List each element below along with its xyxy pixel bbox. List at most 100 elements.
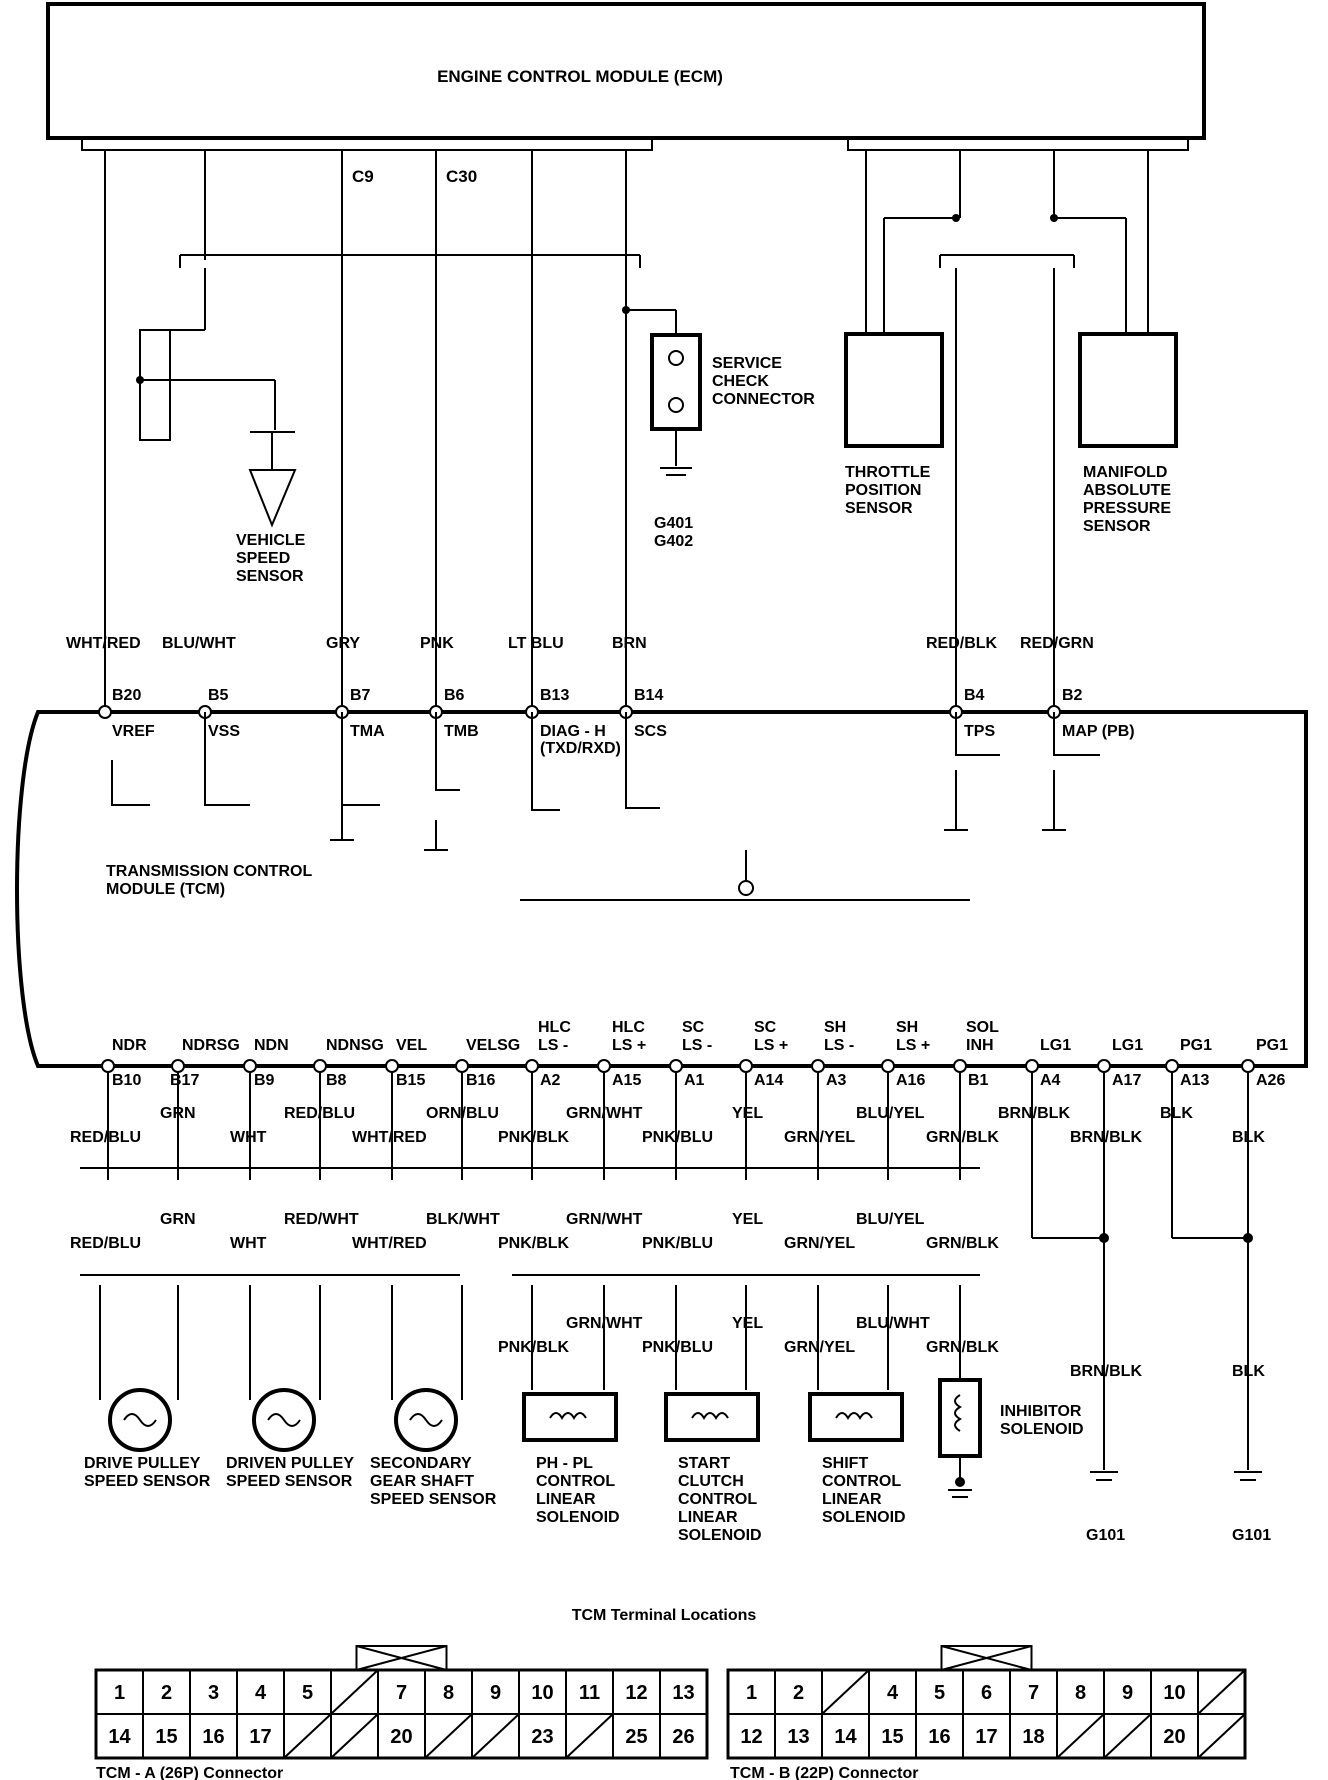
- top-wire-color: BLU/WHT: [162, 635, 236, 652]
- shift-control-label-1: SHIFT: [822, 1455, 868, 1472]
- start-clutch-label-3: CONTROL: [678, 1491, 757, 1508]
- terminal-number: 8: [1075, 1682, 1086, 1704]
- ecm-title: ENGINE CONTROL MODULE (ECM): [437, 67, 723, 86]
- terminal-number: 25: [625, 1726, 647, 1748]
- terminal-number: 23: [531, 1726, 553, 1748]
- svg-text:NDNSG: NDNSG: [326, 1037, 384, 1054]
- vss-label-3: SENSOR: [236, 568, 304, 585]
- svg-text:PG1: PG1: [1256, 1037, 1288, 1054]
- svg-text:PNK/BLK: PNK/BLK: [498, 1235, 570, 1252]
- top-wire-pin: B7: [350, 687, 371, 704]
- speed-sensors: [108, 1388, 458, 1452]
- svg-text:GRN/BLK: GRN/BLK: [926, 1129, 999, 1146]
- svg-text:PNK/BLU: PNK/BLU: [642, 1339, 713, 1356]
- driven-pulley-label-2: SPEED SENSOR: [226, 1473, 353, 1490]
- terminal-number: 7: [396, 1682, 407, 1704]
- svg-text:VEL: VEL: [396, 1037, 427, 1054]
- map-box: [1078, 332, 1178, 448]
- terminal-number: 16: [202, 1726, 224, 1748]
- svg-text:GRN/YEL: GRN/YEL: [784, 1129, 855, 1146]
- svg-text:NDN: NDN: [254, 1037, 289, 1054]
- unused-terminal: [330, 1669, 379, 1715]
- svg-text:NDRSG: NDRSG: [182, 1037, 240, 1054]
- wire-colors-row-3: PNK/BLK GRN/WHT PNK/BLU YEL GRN/YEL BLU/…: [498, 1315, 999, 1356]
- top-wire-pin: B14: [634, 687, 663, 704]
- svg-text:GRN/YEL: GRN/YEL: [784, 1339, 855, 1356]
- svg-text:BLK/WHT: BLK/WHT: [426, 1211, 500, 1228]
- start-clutch-label-5: SOLENOID: [678, 1527, 762, 1544]
- secondary-gear-label-1: SECONDARY: [370, 1455, 472, 1472]
- g101-wire-color-2: BLK: [1232, 1363, 1265, 1380]
- top-wire-pin: B4: [964, 687, 985, 704]
- g101-wire-color-1: BRN/BLK: [1070, 1363, 1142, 1380]
- svg-text:B8: B8: [326, 1072, 347, 1089]
- ph-pl-label-1: PH - PL: [536, 1455, 593, 1472]
- secondary-gear-label-3: SPEED SENSOR: [370, 1491, 497, 1508]
- tcm-internal-circuits: [111, 712, 1100, 901]
- svg-text:A4: A4: [1040, 1072, 1061, 1089]
- svg-text:A26: A26: [1256, 1072, 1285, 1089]
- terminal-number: 12: [625, 1682, 647, 1704]
- svg-text:WHT/RED: WHT/RED: [352, 1129, 427, 1146]
- terminal-number: 10: [1163, 1682, 1185, 1704]
- terminal-number: 13: [672, 1682, 694, 1704]
- svg-text:ORN/BLU: ORN/BLU: [426, 1105, 499, 1122]
- svg-text:BRN/BLK: BRN/BLK: [998, 1105, 1070, 1122]
- svg-text:INH: INH: [966, 1037, 994, 1054]
- ecm-pin-c9: C9: [352, 167, 374, 186]
- top-wire-color: GRY: [326, 635, 360, 652]
- unused-terminal: [424, 1713, 473, 1759]
- svg-text:RED/BLU: RED/BLU: [284, 1105, 355, 1122]
- top-wire-color: PNK: [420, 635, 454, 652]
- terminal-number: 20: [390, 1726, 412, 1748]
- terminal-number: 12: [740, 1726, 762, 1748]
- svg-text:GRN/BLK: GRN/BLK: [926, 1339, 999, 1356]
- shift-control-label-4: SOLENOID: [822, 1509, 906, 1526]
- tps-label-2: POSITION: [845, 482, 921, 499]
- start-clutch-label-2: CLUTCH: [678, 1473, 744, 1490]
- top-wire-sig: SCS: [634, 723, 667, 740]
- svg-text:A2: A2: [540, 1072, 561, 1089]
- g101-label-1: G101: [1086, 1527, 1125, 1544]
- terminal-number: 9: [1122, 1682, 1133, 1704]
- terminal-number: 20: [1163, 1726, 1185, 1748]
- vehicle-speed-sensor-switch: [136, 329, 297, 528]
- map-label-2: ABSOLUTE: [1083, 482, 1171, 499]
- bottom-pin-dots: [101, 1059, 1255, 1073]
- shift-control-label-3: LINEAR: [822, 1491, 882, 1508]
- top-wire-pin: B13: [540, 687, 569, 704]
- terminal-number: 9: [490, 1682, 501, 1704]
- svg-text:B10: B10: [112, 1072, 141, 1089]
- connector-a-caption: TCM - A (26P) Connector: [96, 1765, 283, 1780]
- terminal-number: 18: [1022, 1726, 1044, 1748]
- svg-text:RED/WHT: RED/WHT: [284, 1211, 359, 1228]
- start-clutch-label-4: LINEAR: [678, 1509, 738, 1526]
- terminal-number: 14: [834, 1726, 857, 1748]
- ph-pl-label-2: CONTROL: [536, 1473, 615, 1490]
- svg-text:LG1: LG1: [1040, 1037, 1071, 1054]
- svg-text:PG1: PG1: [1180, 1037, 1212, 1054]
- terminal-number: 14: [108, 1726, 131, 1748]
- top-wire-sig: MAP (PB): [1062, 723, 1135, 740]
- svg-text:BLK: BLK: [1160, 1105, 1193, 1122]
- vss-label-2: SPEED: [236, 550, 290, 567]
- top-wire-pin: B20: [112, 687, 141, 704]
- terminal-number: 4: [255, 1682, 267, 1704]
- unused-terminal: [821, 1669, 870, 1715]
- svg-text:B15: B15: [396, 1072, 425, 1089]
- service-check-connector: [622, 306, 702, 476]
- svg-text:VELSG: VELSG: [466, 1037, 520, 1054]
- terminal-number: 15: [155, 1726, 177, 1748]
- svg-text:PNK/BLU: PNK/BLU: [642, 1129, 713, 1146]
- terminal-number: 7: [1028, 1682, 1039, 1704]
- svg-text:GRN/BLK: GRN/BLK: [926, 1235, 999, 1252]
- svg-text:HLC: HLC: [538, 1019, 571, 1036]
- ecm-pin-c30: C30: [446, 167, 477, 186]
- unused-terminal: [565, 1713, 614, 1759]
- tps-box: [844, 332, 944, 448]
- svg-text:B17: B17: [170, 1072, 199, 1089]
- terminal-number: 17: [249, 1726, 271, 1748]
- svg-text:A16: A16: [896, 1072, 925, 1089]
- wire-colors-row-2: RED/BLU GRN WHT RED/WHT WHT/RED BLK/WHT …: [70, 1211, 999, 1252]
